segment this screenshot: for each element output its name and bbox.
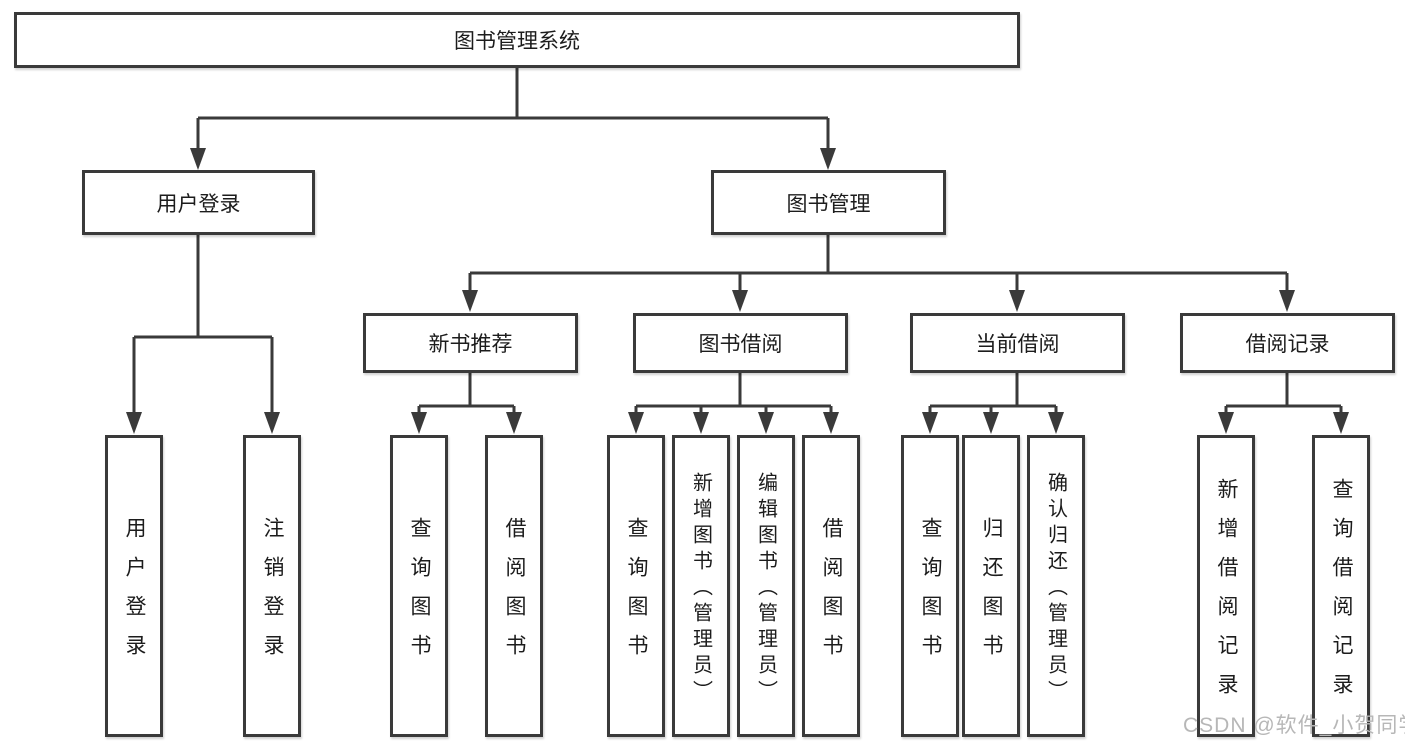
arrowhead	[732, 290, 748, 312]
leaf-logout: 注销登录	[243, 435, 301, 737]
leaf-add-book-admin: 新增图书（管理员）	[672, 435, 730, 737]
arrowhead	[462, 290, 478, 312]
node-book-borrow-label: 图书借阅	[698, 333, 783, 356]
arrowhead	[1048, 412, 1064, 434]
node-book-borrow: 图书借阅	[633, 313, 848, 373]
node-book-management-label: 图书管理	[786, 192, 871, 216]
arrowhead	[922, 412, 938, 434]
leaf-add-borrow-record: 新增借阅记录	[1197, 435, 1255, 737]
node-current-borrow-label: 当前借阅	[975, 333, 1060, 356]
leaf-edit-book-admin: 编辑图书（管理员）	[737, 435, 795, 737]
connector-current-borrow-branch	[922, 373, 1064, 434]
arrowhead	[983, 412, 999, 434]
leaf-return-books-label: 归还图书	[980, 517, 1003, 673]
leaf-borrow-books-recommend-label: 借阅图书	[503, 517, 526, 673]
node-borrow-records-label: 借阅记录	[1245, 333, 1330, 356]
arrowhead	[264, 412, 280, 434]
arrowhead	[190, 148, 206, 170]
node-root-label: 图书管理系统	[454, 30, 580, 53]
leaf-query-books-recommend: 查询图书	[390, 435, 448, 737]
leaf-borrow-books: 借阅图书	[802, 435, 860, 737]
arrowhead	[1218, 412, 1234, 434]
node-current-borrow: 当前借阅	[910, 313, 1125, 373]
arrowhead	[823, 412, 839, 434]
leaf-user-login: 用户登录	[105, 435, 163, 737]
leaf-return-books: 归还图书	[962, 435, 1020, 737]
node-user-login-label: 用户登录	[156, 192, 241, 216]
arrowhead	[693, 412, 709, 434]
leaf-query-books-current: 查询图书	[901, 435, 959, 737]
leaf-borrow-books-recommend: 借阅图书	[485, 435, 543, 737]
csdn-watermark: CSDN @软件_小贺同学	[1183, 714, 1405, 737]
leaf-query-books-recommend-label: 查询图书	[408, 517, 431, 673]
arrowhead	[1009, 290, 1025, 312]
arrowhead	[506, 412, 522, 434]
leaf-confirm-return-admin: 确认归还（管理员）	[1027, 435, 1085, 737]
leaf-confirm-return-admin-label: 确认归还（管理员）	[1044, 472, 1067, 706]
node-borrow-records: 借阅记录	[1180, 313, 1395, 373]
arrowhead	[1279, 290, 1295, 312]
leaf-query-borrow-record: 查询借阅记录	[1312, 435, 1370, 737]
connector-book-management-branch	[462, 235, 1295, 312]
node-root: 图书管理系统	[14, 12, 1020, 68]
arrowhead	[1333, 412, 1349, 434]
arrowhead	[126, 412, 142, 434]
leaf-query-books-borrow-label: 查询图书	[625, 517, 648, 673]
arrowhead	[820, 148, 836, 170]
arrowhead	[411, 412, 427, 434]
leaf-add-book-admin-label: 新增图书（管理员）	[689, 472, 712, 706]
node-new-book-recommend: 新书推荐	[363, 313, 578, 373]
node-new-book-recommend-label: 新书推荐	[428, 333, 513, 356]
leaf-edit-book-admin-label: 编辑图书（管理员）	[754, 472, 777, 706]
connector-new-book-branch	[411, 373, 522, 434]
connector-borrow-records-branch	[1218, 373, 1349, 434]
leaf-add-borrow-record-label: 新增借阅记录	[1215, 478, 1238, 712]
leaf-borrow-books-label: 借阅图书	[820, 517, 843, 673]
leaf-query-borrow-record-label: 查询借阅记录	[1330, 478, 1353, 712]
leaf-user-login-label: 用户登录	[123, 517, 146, 673]
connector-book-borrow-branch	[628, 373, 839, 434]
leaf-logout-label: 注销登录	[261, 517, 284, 673]
node-user-login: 用户登录	[82, 170, 315, 235]
connector-user-login-branch	[126, 235, 280, 434]
node-book-management: 图书管理	[711, 170, 946, 235]
arrowhead	[758, 412, 774, 434]
connector-root-to-level2	[190, 68, 836, 170]
arrowhead	[628, 412, 644, 434]
leaf-query-books-current-label: 查询图书	[919, 517, 942, 673]
leaf-query-books-borrow: 查询图书	[607, 435, 665, 737]
